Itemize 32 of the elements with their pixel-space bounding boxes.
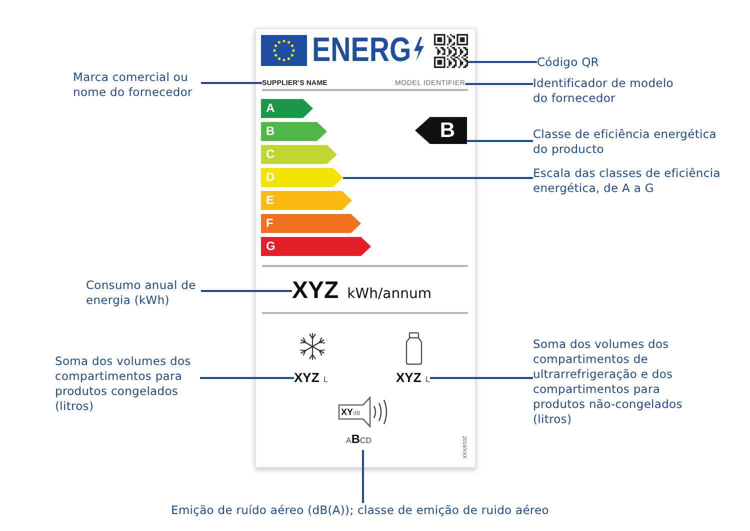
- energy-class-bar: C: [261, 145, 337, 164]
- leader-line: [465, 83, 533, 85]
- leader-line: [201, 82, 262, 84]
- leader-line: [343, 177, 533, 179]
- energy-class-bar: G: [261, 237, 371, 256]
- qr-code: [434, 34, 468, 68]
- leader-line: [200, 377, 294, 379]
- callout-text: Classe de eficiência energética do producto: [533, 127, 728, 157]
- energy-label-card: [255, 28, 476, 468]
- energy-class-bar: F: [261, 214, 361, 233]
- leader-line: [467, 140, 533, 142]
- label-heading: ENERG: [312, 33, 412, 67]
- leader-line: [468, 61, 537, 63]
- leader-line: [430, 377, 533, 379]
- callout-text: Código QR: [537, 55, 599, 70]
- leader-line: [362, 450, 364, 503]
- volume-value: XYZ L: [294, 370, 328, 387]
- noise-class-scale: ABCD: [346, 433, 372, 447]
- callout-text: Escala das classes de eficiência energética, de A a G: [533, 166, 728, 196]
- callout-text: Marca comercial ou nome do fornecedor: [73, 70, 201, 100]
- callout-text: Identificador de modelo do fornecedor: [533, 76, 685, 106]
- leader-line: [201, 290, 292, 292]
- energy-class-bar: D: [261, 168, 343, 187]
- energy-consumption-value: XYZ kWh/annum: [292, 279, 432, 306]
- volume-value: XYZ L: [396, 370, 430, 387]
- energy-class-bar: B: [261, 122, 327, 141]
- energy-class-bar: A: [261, 99, 313, 118]
- callout-text: Soma dos volumes dos compartimentos de ultrarrefrigeração e dos compartimentos para produtos não-congelados (litros): [533, 337, 701, 427]
- callout-text: Emição de ruído aéreo (dB(A)); classe de emição de ruido aéreo: [171, 503, 549, 518]
- energy-class-bar: E: [261, 191, 352, 210]
- callout-text: Consumo anual de energia (kWh): [86, 278, 201, 308]
- callout-text: Soma dos volumes dos compartimentos para produtos congelados (litros): [55, 354, 200, 414]
